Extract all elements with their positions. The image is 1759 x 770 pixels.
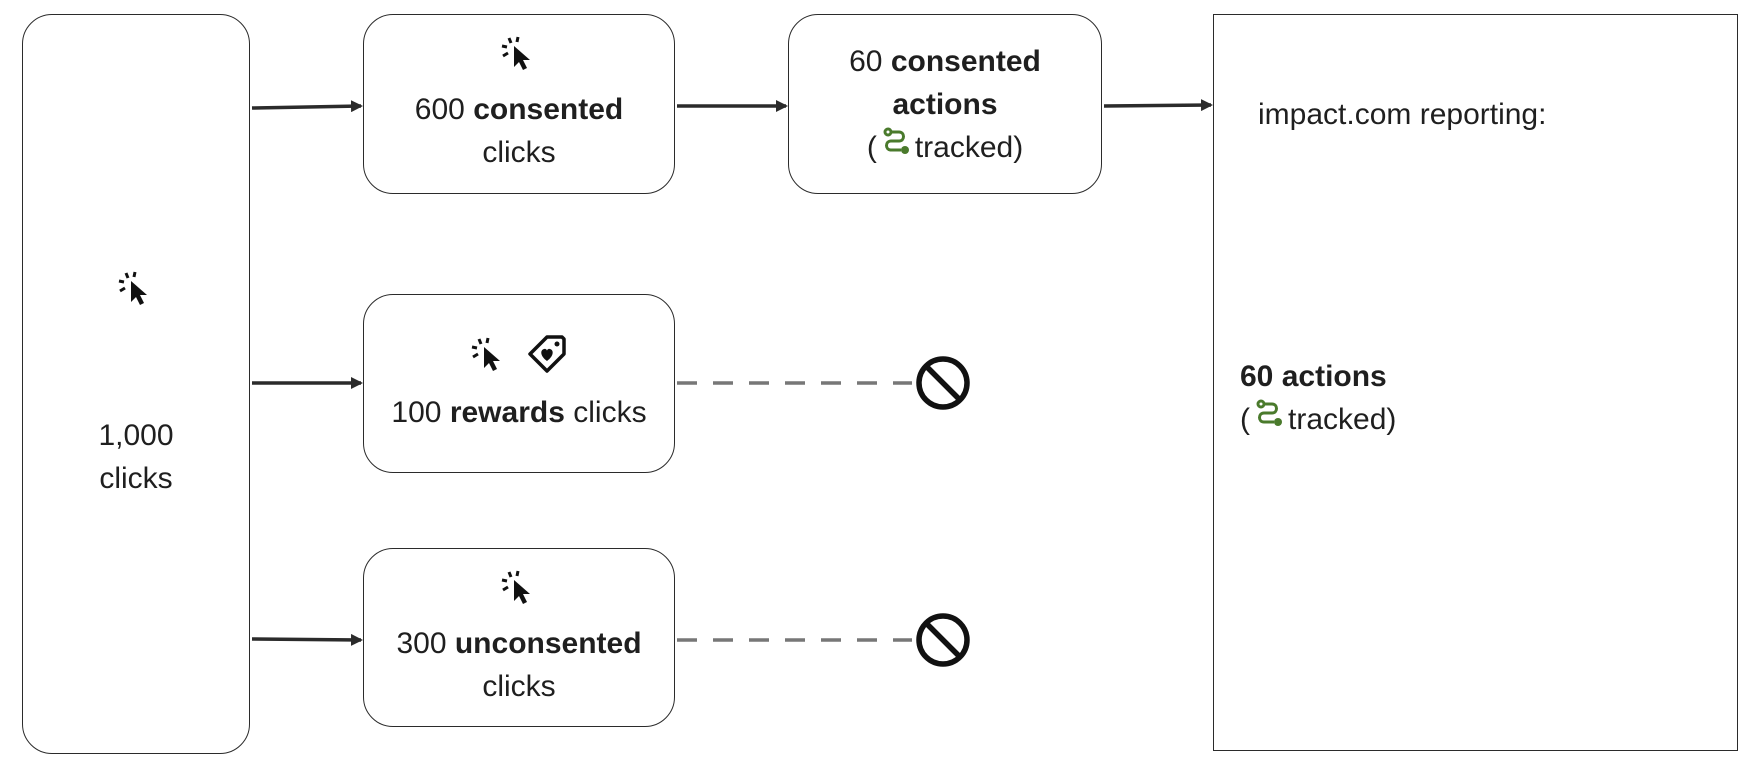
arrow-actions-to-report	[1103, 99, 1213, 112]
tracked-path-icon	[881, 126, 911, 169]
consented-actions-node: 60 consented actions ( tracked)	[788, 14, 1102, 194]
reporting-total-actions: 60 actions	[1240, 360, 1387, 393]
tracked-path-icon	[1254, 398, 1284, 441]
click-cursor-icon	[500, 34, 538, 84]
arrow-source-to-unconsented	[251, 633, 363, 646]
rewards-clicks-node: 100 rewards clicks	[363, 294, 675, 473]
click-cursor-icon	[117, 269, 155, 319]
actions-label-line2: actions	[892, 87, 998, 121]
total-clicks-unit: clicks	[99, 461, 173, 495]
rewards-label: rewards	[449, 396, 565, 429]
unconsented-clicks-node: 300 unconsented clicks	[363, 548, 675, 727]
actions-count: 60	[849, 44, 883, 78]
reporting-tracked-label: tracked)	[1288, 403, 1397, 436]
reporting-total: 60 actions ( tracked)	[1240, 355, 1396, 441]
reporting-panel: impact.com reporting: 60 actions ( track…	[1213, 14, 1738, 751]
reporting-title: impact.com reporting:	[1258, 98, 1547, 131]
consented-clicks-node: 600 consented clicks	[363, 14, 675, 194]
click-cursor-icon	[500, 568, 538, 618]
heart-tag-icon	[526, 333, 568, 387]
consented-label: consented	[473, 93, 624, 126]
total-clicks-count: 1,000	[98, 418, 174, 452]
rewards-unit: clicks	[573, 396, 647, 429]
consented-unit: clicks	[482, 136, 556, 169]
click-cursor-icon	[470, 335, 508, 385]
blocked-icon	[916, 356, 970, 410]
open-paren: (	[866, 130, 877, 164]
rewards-count: 100	[391, 396, 442, 429]
total-clicks-node: 1,000 clicks	[22, 14, 250, 754]
blocked-icon	[916, 613, 970, 667]
actions-label-line1: consented	[890, 44, 1041, 78]
unconsented-count: 300	[396, 626, 447, 660]
unconsented-unit: clicks	[482, 669, 556, 703]
open-paren: (	[1240, 403, 1250, 436]
consented-count: 600	[414, 93, 465, 126]
arrow-source-to-consented	[251, 100, 363, 113]
unconsented-label: unconsented	[454, 626, 642, 660]
tracked-label: tracked)	[914, 130, 1024, 164]
